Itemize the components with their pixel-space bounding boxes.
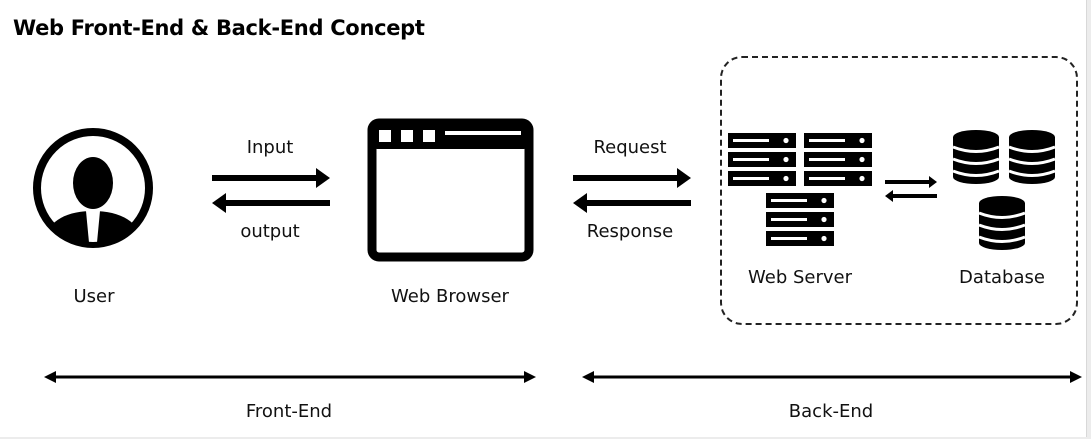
output-arrow [212, 193, 330, 213]
user-label: User [73, 286, 115, 307]
database-label: Database [959, 267, 1045, 288]
output-label: output [240, 221, 300, 242]
diagram-title: Web Front-End & Back-End Concept [13, 16, 425, 40]
front-end-span-arrow [44, 371, 536, 383]
server-database-arrows [885, 176, 937, 202]
web-browser-label: Web Browser [391, 286, 509, 307]
request-label: Request [593, 137, 667, 158]
database-icon [951, 128, 1057, 252]
back-end-label: Back-End [788, 401, 874, 422]
user-icon [33, 128, 153, 248]
response-arrow [573, 193, 691, 213]
web-browser-icon [367, 118, 534, 262]
response-label: Response [586, 221, 674, 242]
front-end-label: Front-End [245, 401, 333, 422]
input-arrow [212, 168, 330, 188]
request-arrow [573, 168, 691, 188]
web-server-icon [728, 133, 873, 249]
web-server-label: Web Server [748, 267, 852, 288]
input-label: Input [246, 137, 294, 158]
back-end-boundary [720, 56, 1078, 325]
back-end-span-arrow [582, 371, 1082, 383]
